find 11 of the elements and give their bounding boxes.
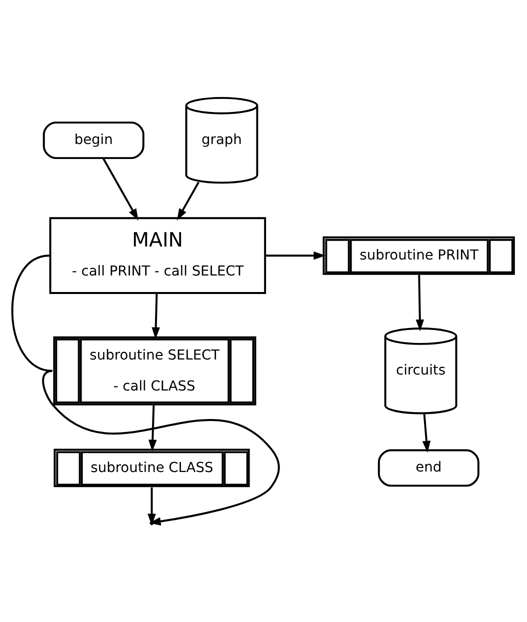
node-box: end [378, 449, 480, 487]
arrow [422, 413, 431, 453]
connector [11, 254, 52, 372]
arrow [265, 251, 326, 260]
node-box: begin [42, 122, 144, 160]
arrow [148, 405, 157, 452]
arrow [416, 275, 424, 332]
arrow [152, 293, 160, 340]
node-box: MAIN - call PRINT - call SELECT [49, 217, 266, 294]
arrow [176, 182, 200, 220]
arrow [102, 158, 138, 221]
